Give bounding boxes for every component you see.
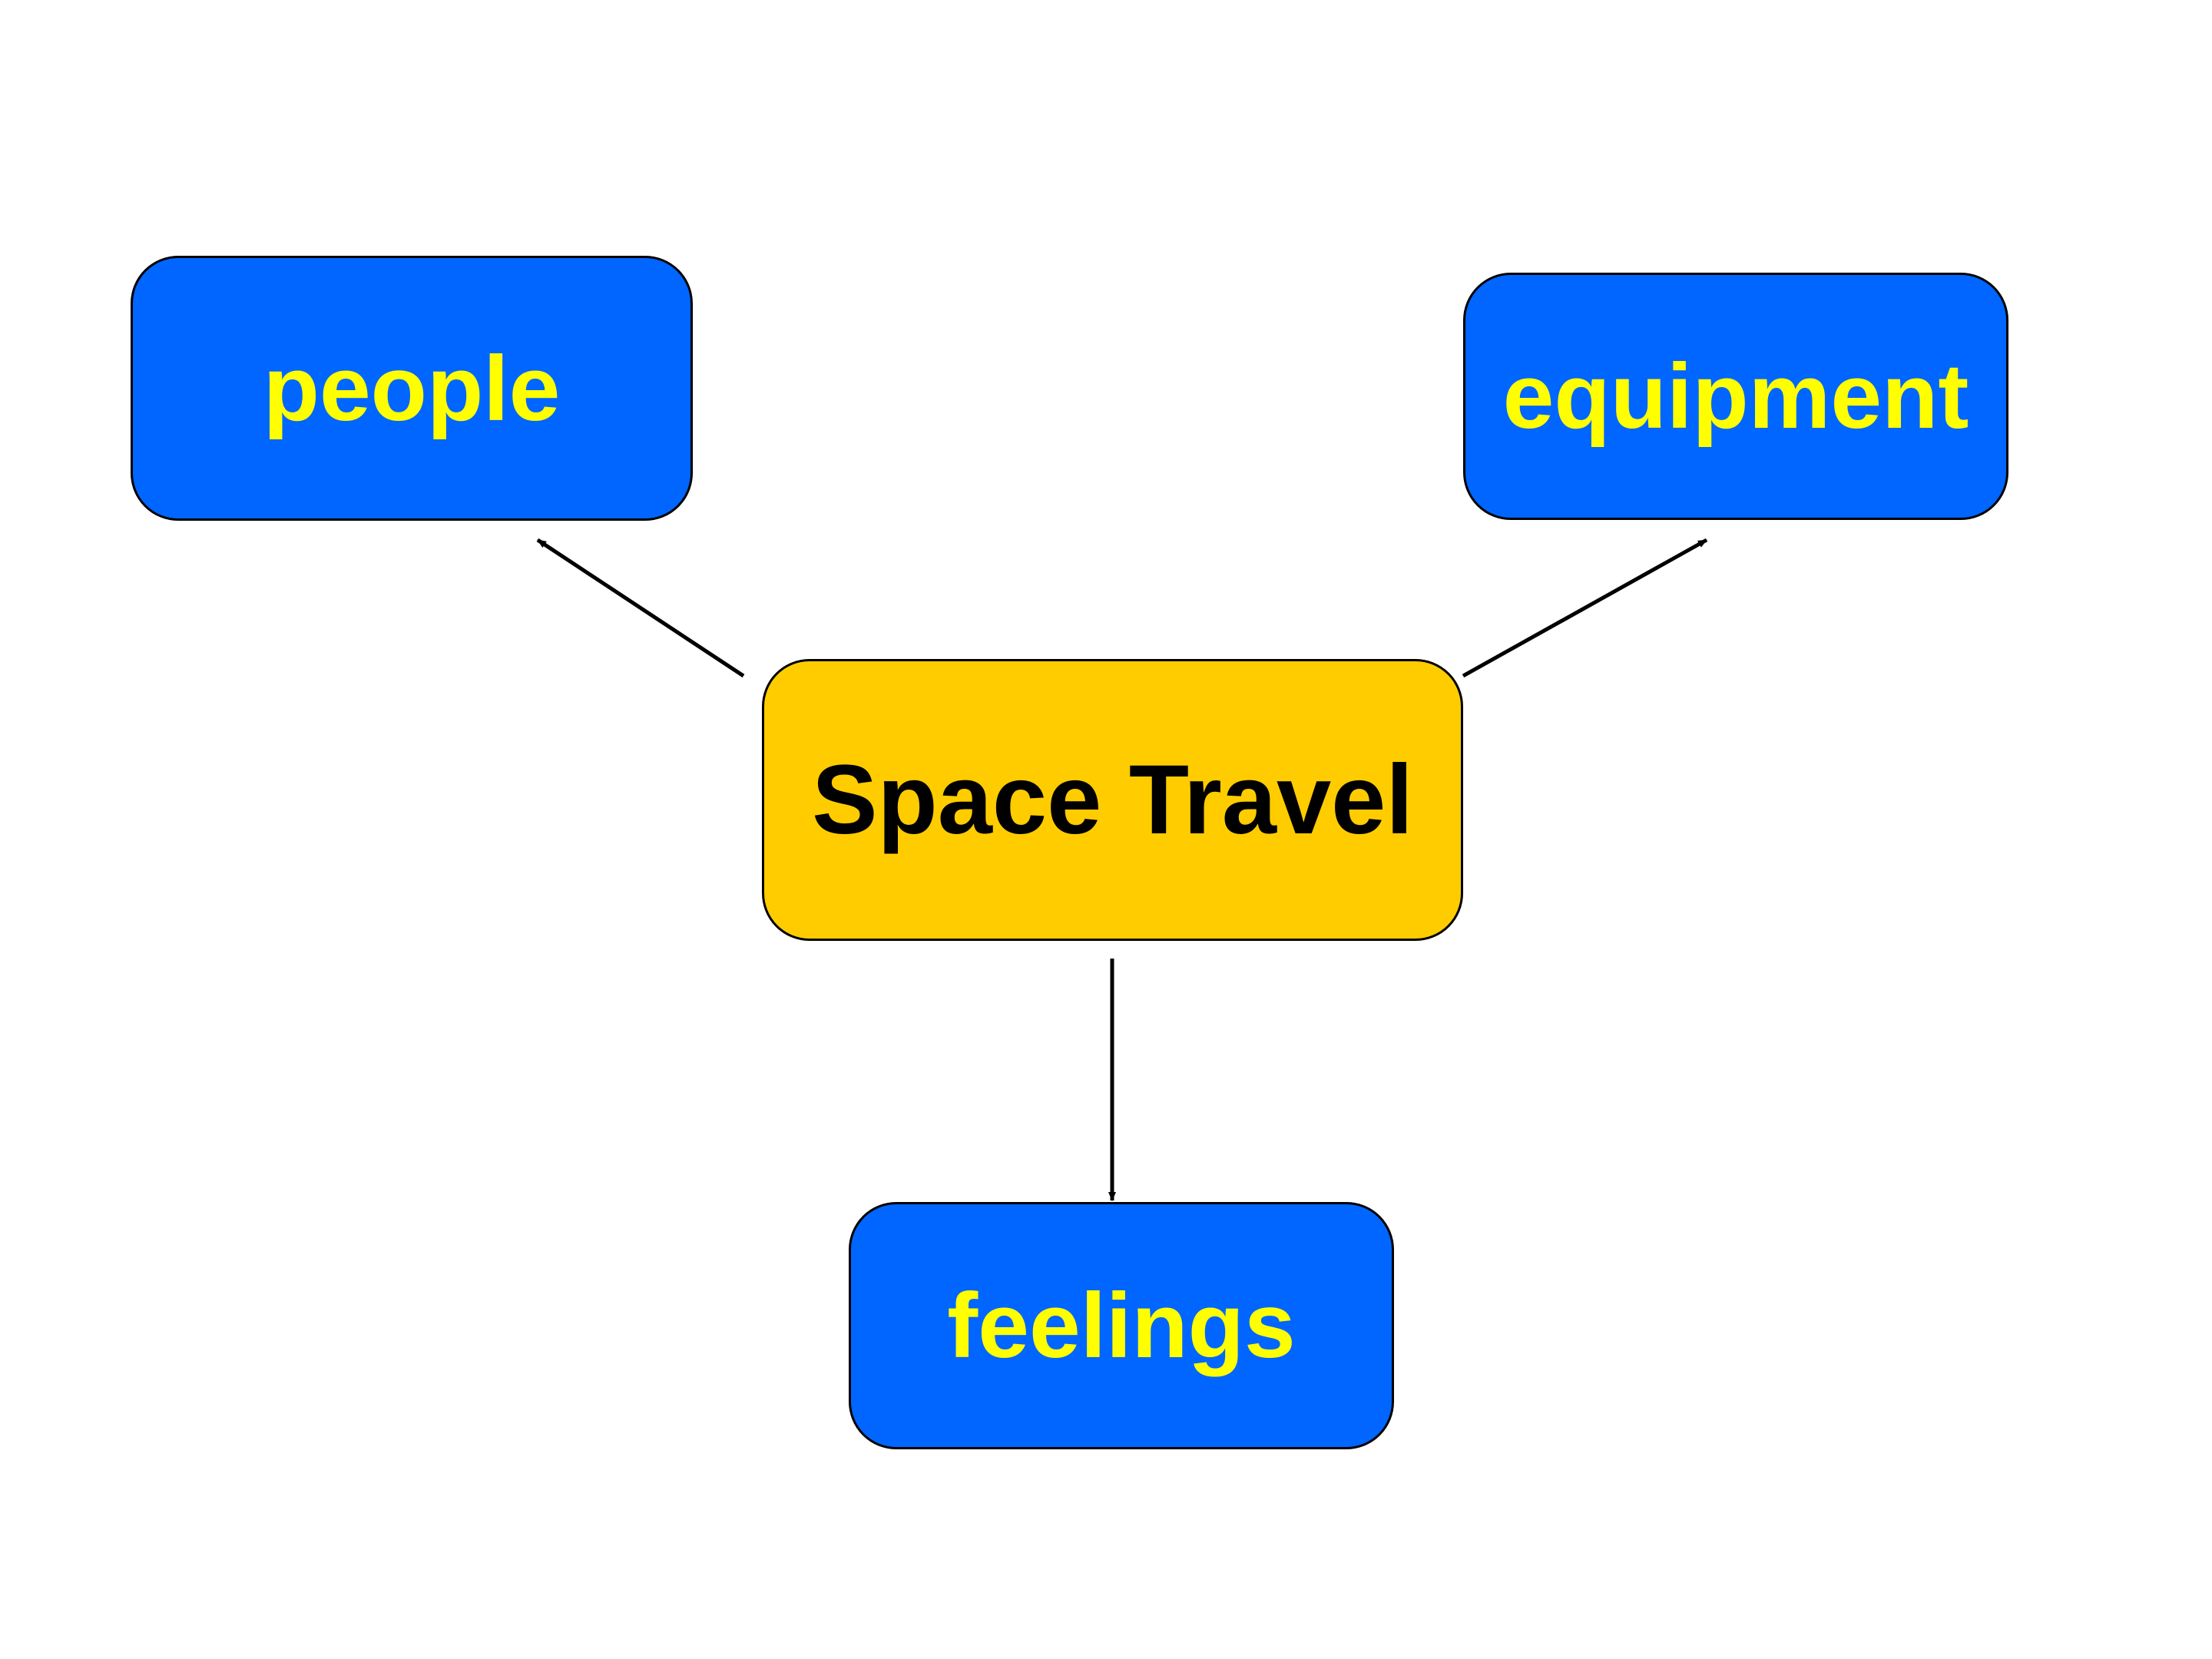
node-space-travel: Space Travel xyxy=(762,659,1463,941)
node-equipment: equipment xyxy=(1463,273,2008,520)
arrow-to-equipment xyxy=(1462,538,1708,678)
node-people: people xyxy=(131,256,693,521)
arrow-to-people xyxy=(536,538,745,678)
node-feelings-label: feelings xyxy=(947,1274,1296,1377)
node-equipment-label: equipment xyxy=(1502,345,1969,448)
node-space-travel-label: Space Travel xyxy=(812,745,1413,855)
node-people-label: people xyxy=(263,336,561,440)
node-feelings: feelings xyxy=(849,1202,1394,1449)
